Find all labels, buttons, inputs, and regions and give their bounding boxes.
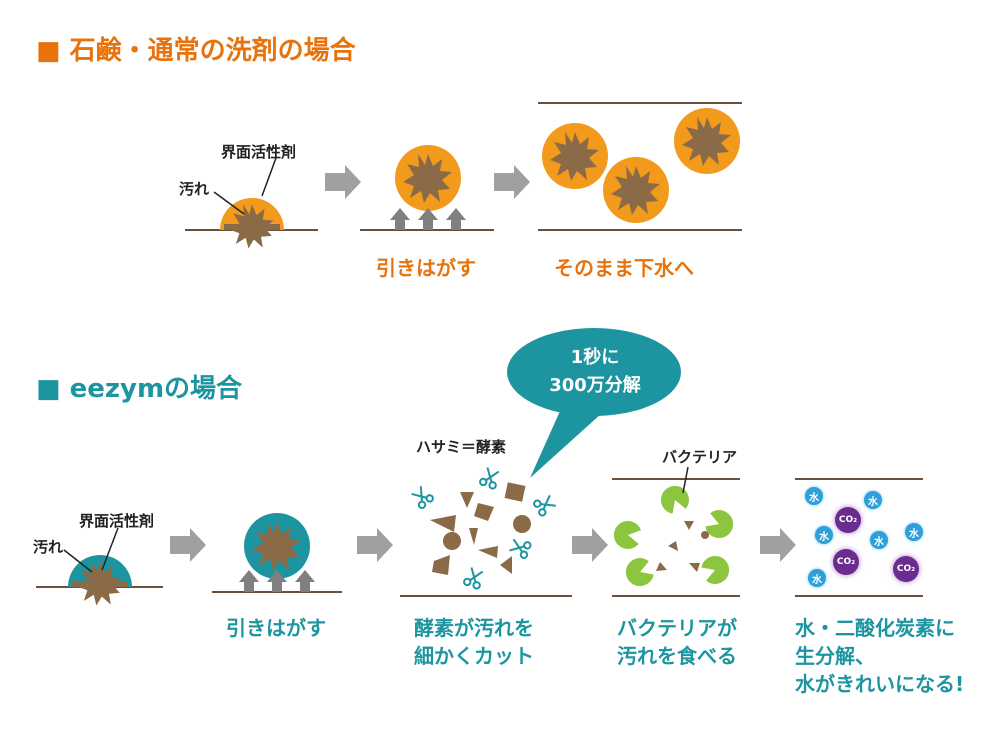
s2-arrow-3	[572, 528, 608, 562]
s2-stage3	[400, 465, 572, 597]
water-molecule: 水	[864, 491, 882, 509]
co2-molecule: CO₂	[835, 507, 861, 533]
s1-caption-peel: 引きはがす	[376, 256, 476, 280]
bacteria-icon	[621, 554, 657, 590]
caption-result-line-1: 水・二酸化炭素に	[795, 616, 955, 640]
s1-arrow-2	[494, 165, 530, 199]
up-arrow	[418, 208, 438, 230]
s1-surfactant-label: 界面活性剤	[221, 143, 297, 161]
scissors-icon	[462, 565, 486, 591]
up-arrow	[390, 208, 410, 230]
co2-molecule: CO₂	[833, 549, 859, 575]
s2-caption-eat: バクテリアが 汚れを食べる	[617, 614, 737, 670]
s2-dirt-label: 汚れ	[33, 538, 64, 556]
caption-result-line-2: 生分解、	[795, 644, 875, 668]
s2-stage2	[212, 513, 342, 593]
caption-eat-line-1: バクテリアが	[617, 616, 737, 640]
s1-stage2	[360, 145, 494, 231]
caption-cut-line-2: 細かくカット	[414, 644, 534, 668]
bubble-line-2: 300万分解	[549, 375, 641, 396]
scissors-icon	[478, 465, 502, 491]
dirt-fragments	[430, 482, 531, 575]
s1-stage1	[185, 157, 318, 249]
s2-arrow-2	[357, 528, 393, 562]
scissors-enzyme-label: ハサミ＝酵素	[416, 438, 507, 456]
s1-caption-drain: そのまま下水へ	[554, 256, 694, 280]
scissors-icon	[531, 492, 558, 518]
water-molecule: 水	[870, 531, 888, 549]
speech-bubble	[507, 328, 681, 478]
water-molecule: 水	[815, 526, 833, 544]
bacteria-label: バクテリア	[662, 448, 738, 466]
up-arrow	[446, 208, 466, 230]
s2-stage4	[611, 466, 740, 597]
section2-heading: ■ eezymの場合	[36, 374, 243, 404]
up-arrow	[295, 570, 315, 592]
s2-caption-peel: 引きはがす	[226, 616, 326, 640]
bubble-line-1: 1秒に	[570, 347, 620, 368]
s2-arrow-1	[170, 528, 206, 562]
water-molecule: 水	[808, 569, 826, 587]
s1-dirt-label: 汚れ	[179, 180, 210, 198]
s2-arrow-4	[760, 528, 796, 562]
dirt-pointer	[213, 191, 245, 215]
s2-surfactant-label: 界面活性剤	[79, 512, 155, 530]
up-arrow	[239, 570, 259, 592]
s2-caption-cut: 酵素が汚れを 細かくカット	[414, 614, 534, 670]
scissors-icon	[507, 536, 533, 560]
s2-caption-result: 水・二酸化炭素に 生分解、 水がきれいになる!	[795, 614, 964, 698]
s2-stage1	[36, 527, 163, 606]
bacteria-icon	[611, 518, 643, 551]
bacteria-icon	[698, 552, 734, 588]
section1-heading: ■ 石鹸・通常の洗剤の場合	[36, 36, 356, 66]
water-molecule: 水	[805, 487, 823, 505]
caption-cut-line-1: 酵素が汚れを	[414, 616, 534, 640]
bubble-text: 1秒に 300万分解	[520, 344, 670, 400]
bacteria-icon	[657, 481, 693, 517]
co2-molecule: CO₂	[893, 556, 919, 582]
s2-stage5	[795, 478, 923, 597]
surfactant-pointer	[261, 157, 277, 197]
caption-result-line-3: 水がきれいになる!	[795, 672, 965, 696]
s1-arrow-1	[325, 165, 361, 199]
caption-eat-line-2: 汚れを食べる	[617, 644, 737, 668]
s1-stage3	[538, 102, 742, 231]
dirt-base	[224, 224, 280, 230]
dirt-pointer	[63, 549, 93, 573]
dirt-fragments	[656, 521, 709, 572]
bacteria-pointer	[682, 466, 689, 494]
water-molecule: 水	[905, 523, 923, 541]
scissors-icon	[408, 483, 436, 511]
surfactant-pointer	[101, 527, 119, 571]
dirt-base	[72, 581, 128, 587]
